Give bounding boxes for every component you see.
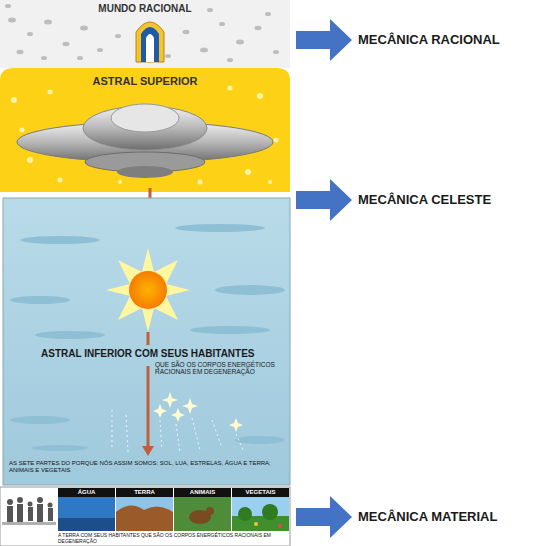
terrain-panel: TERRA bbox=[116, 488, 173, 497]
panel-label: VEGETAIS bbox=[232, 489, 289, 496]
terrain-panel: ANIMAIS bbox=[174, 488, 231, 497]
band-title: A TERRA COM SEUS HABITANTES QUE SÃO OS C… bbox=[58, 533, 288, 545]
panel-label: ÁGUA bbox=[58, 489, 115, 496]
mechanics-label: MECÂNICA RACIONAL bbox=[358, 32, 500, 47]
panel-label: TERRA bbox=[116, 489, 173, 496]
band-title: ASTRAL INFERIOR COM SEUS HABITANTES bbox=[41, 348, 256, 360]
block-arrow bbox=[296, 19, 352, 538]
cosmic-band: ASTRAL INFERIOR COM SEUS HABITANTESQUE S… bbox=[3, 198, 290, 485]
band-note: QUE SÃO OS CORPOS ENERGÉTICOS RACIONAIS … bbox=[155, 361, 283, 376]
cosmic-band: MUNDO RACIONAL bbox=[0, 0, 290, 66]
mechanics-label: MECÂNICA CELESTE bbox=[358, 192, 491, 207]
band-title: MUNDO RACIONAL bbox=[0, 3, 290, 15]
cosmic-band: ASTRAL SUPERIOR bbox=[0, 66, 290, 192]
terrain-panel: VEGETAIS bbox=[232, 488, 289, 497]
cosmic-band: A TERRA COM SEUS HABITANTES QUE SÃO OS C… bbox=[0, 487, 290, 546]
band-title: ASTRAL SUPERIOR bbox=[0, 75, 290, 88]
terrain-panel: ÁGUA bbox=[58, 488, 115, 497]
mechanics-label: MECÂNICA MATERIAL bbox=[358, 509, 497, 524]
panel-label: ANIMAIS bbox=[174, 489, 231, 496]
band-note: AS SETE PARTES DO PORQUE NÓS ASSIM SOMOS… bbox=[9, 460, 284, 474]
